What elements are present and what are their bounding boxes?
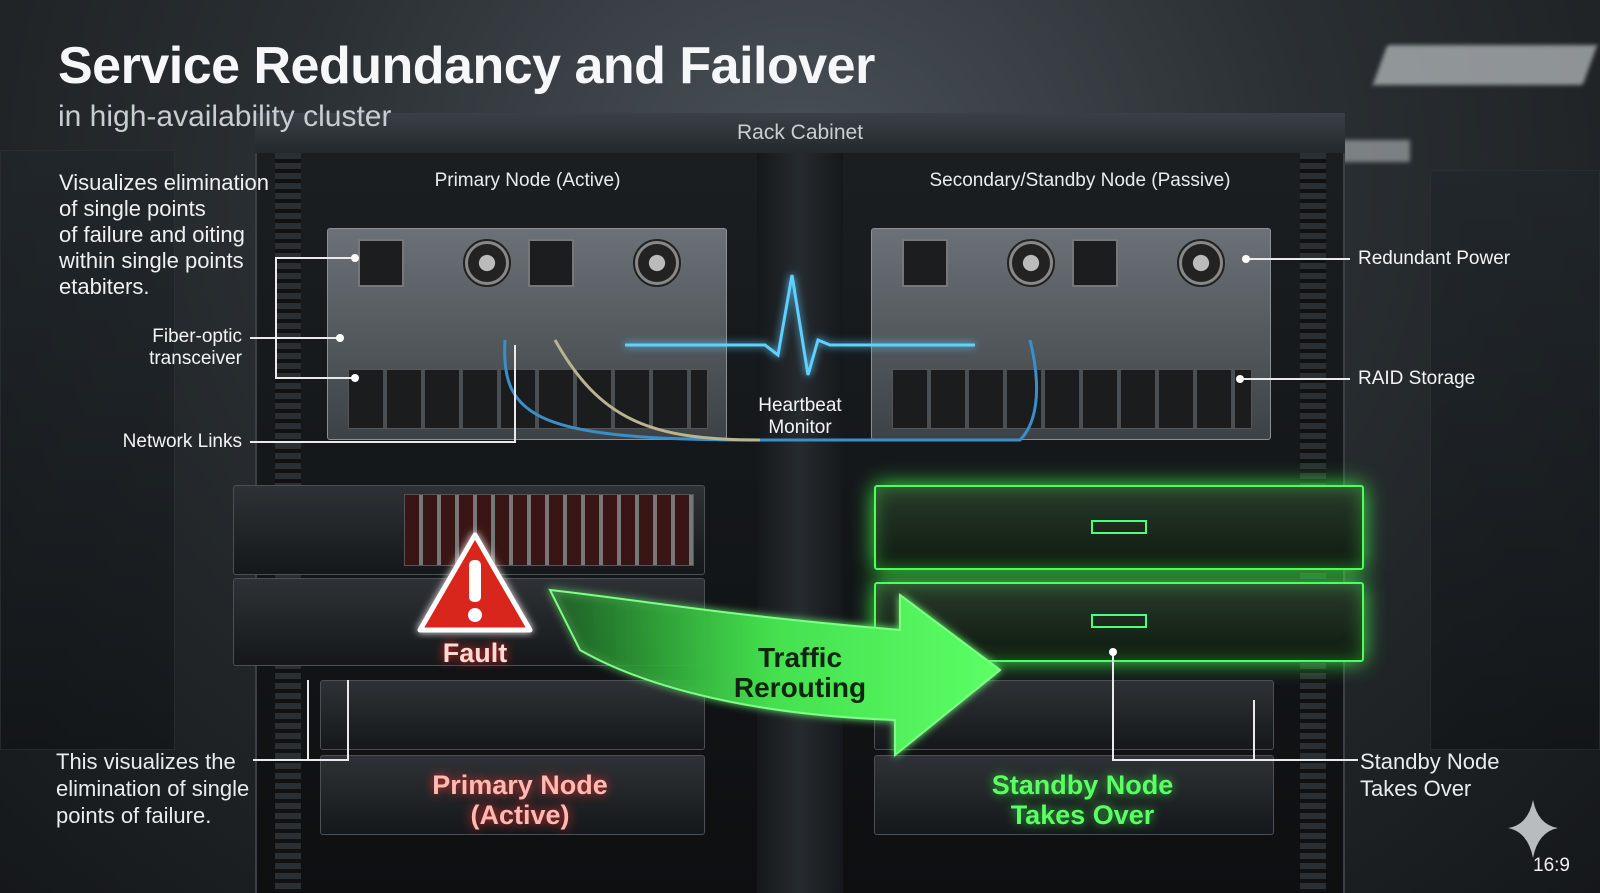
callout-text: transceiver — [149, 348, 242, 369]
background-rack — [0, 150, 175, 750]
label-text: Traffic — [757, 642, 843, 673]
fan-icon — [463, 239, 511, 287]
callout-text: Standby Node — [1360, 749, 1500, 774]
description-line: points of failure. — [56, 803, 212, 828]
power-supply-icon — [358, 239, 404, 287]
raid-drive-bays — [348, 369, 708, 429]
power-supply-icon — [1072, 239, 1118, 287]
label-text: Heartbeat — [758, 395, 842, 416]
heartbeat-line — [625, 274, 975, 376]
description-line: elimination of single — [56, 776, 250, 801]
left-description: Visualizes elimination of single points … — [59, 170, 269, 300]
aspect-ratio-badge: 16:9 — [1533, 855, 1570, 876]
callout-text: Takes Over — [1360, 776, 1472, 801]
traffic-rerouting-arrow — [548, 588, 1002, 758]
primary-server-3 — [320, 680, 705, 750]
primary-top-server — [327, 228, 727, 440]
network-cable — [503, 339, 1038, 442]
fault-label: Fault — [442, 638, 508, 668]
primary-server-4 — [320, 755, 705, 835]
primary-node-bottom-label: Primary Node(Active) — [410, 770, 630, 830]
power-supply-icon — [902, 239, 948, 287]
redundant-power-callout: Redundant Power — [1358, 248, 1511, 269]
fault-warning-icon — [417, 532, 533, 633]
fan-icon — [1177, 239, 1225, 287]
callout-text: Fiber-optic — [152, 326, 242, 347]
page-title: Service Redundancy and Failover — [58, 37, 875, 95]
rack-center-divider — [757, 153, 843, 893]
label-text: Primary Node — [432, 770, 608, 800]
description-line: Visualizes elimination — [59, 170, 269, 195]
description-line: etabiters. — [59, 274, 150, 299]
power-supply-icon — [528, 239, 574, 287]
label-text: Standby Node — [991, 770, 1174, 800]
primary-server-1 — [233, 485, 705, 575]
network-links-callout: Network Links — [122, 431, 242, 452]
standby-server-1 — [874, 485, 1364, 570]
label-text: Monitor — [768, 417, 832, 438]
status-bar — [1091, 614, 1147, 628]
description-line: within single points — [59, 248, 244, 273]
label-text: (Active) — [470, 800, 570, 830]
fan-icon — [633, 239, 681, 287]
page-subtitle: in high-availability cluster — [58, 100, 392, 133]
primary-node-header: Primary Node (Active) — [434, 170, 621, 191]
description-line: This visualizes the — [56, 749, 236, 774]
secondary-top-server — [871, 228, 1271, 440]
label-text: Rerouting — [733, 672, 867, 703]
drive-bays — [404, 494, 694, 566]
rack-cabinet-top — [255, 113, 1345, 153]
standby-server-4 — [874, 755, 1274, 835]
network-cable — [553, 339, 761, 442]
raid-storage-callout: RAID Storage — [1358, 368, 1476, 389]
description-line: of failure and oiting — [59, 222, 245, 247]
callout-dots — [336, 254, 1250, 656]
rack-cabinet-label: Rack Cabinet — [736, 121, 864, 144]
fan-icon — [1007, 239, 1055, 287]
secondary-node-header: Secondary/Standby Node (Passive) — [929, 170, 1231, 191]
description-line: of single points — [59, 196, 206, 221]
callout-lines — [250, 257, 1358, 761]
raid-drive-bays — [892, 369, 1252, 429]
background-rack — [1430, 170, 1600, 750]
sparkle-icon — [1508, 800, 1558, 858]
status-bar — [1091, 520, 1147, 534]
ceiling-light — [1340, 140, 1410, 162]
label-text: Takes Over — [1010, 800, 1155, 830]
